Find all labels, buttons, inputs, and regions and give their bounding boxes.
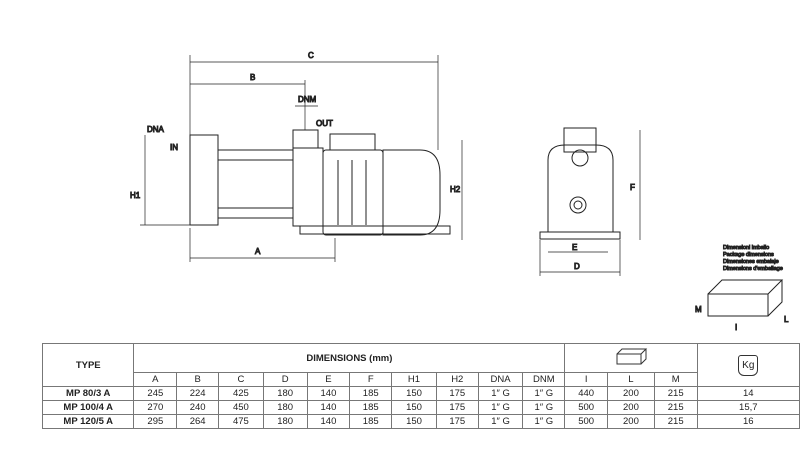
column-header-d: D <box>262 372 308 387</box>
value-cell: 150 <box>391 400 437 415</box>
value-cell: 245 <box>133 386 178 401</box>
column-header-h1: H1 <box>391 372 437 387</box>
type-cell: MP 80/3 A <box>41 386 135 401</box>
value-cell: 185 <box>349 400 393 415</box>
dim-A-label: A <box>255 247 261 256</box>
value-cell: 140 <box>306 414 351 429</box>
value-cell: 425 <box>218 386 264 401</box>
column-header-dnm: DNM <box>522 372 566 387</box>
out-label: OUT <box>316 119 333 128</box>
value-cell: 500 <box>564 400 609 415</box>
weight-cell: 15,7 <box>696 400 800 415</box>
dim-F-label: F <box>630 183 635 192</box>
package-caption-fr: Dimensions d'emballage <box>723 266 783 272</box>
technical-drawing: C B DNM OUT DNA IN H1 H2 A E D F Dimensi… <box>130 51 790 333</box>
value-cell: 500 <box>564 414 609 429</box>
package-L-label: L <box>784 315 789 324</box>
type-header: TYPE <box>41 343 135 387</box>
value-cell: 180 <box>262 400 308 415</box>
package-caption-en: Package dimensions <box>723 252 774 258</box>
dim-DNM-label: DNM <box>298 95 317 104</box>
value-cell: 140 <box>306 400 351 415</box>
dim-B-label: B <box>250 73 255 82</box>
package-header <box>564 343 698 373</box>
dim-E-label: E <box>572 243 577 252</box>
column-header-b: B <box>176 372 220 387</box>
value-cell: 215 <box>653 414 698 429</box>
value-cell: 200 <box>607 414 655 429</box>
value-cell: 215 <box>653 386 698 401</box>
value-cell: 150 <box>391 386 437 401</box>
value-cell: 270 <box>133 400 178 415</box>
type-cell: MP 120/5 A <box>41 414 135 429</box>
value-cell: 1″ G <box>477 400 524 415</box>
column-header-c: C <box>218 372 264 387</box>
value-cell: 180 <box>262 386 308 401</box>
dim-H2-label: H2 <box>450 185 461 194</box>
weight-header: Kg <box>696 343 800 387</box>
value-cell: 150 <box>391 414 437 429</box>
value-cell: 175 <box>435 414 479 429</box>
weight-icon: Kg <box>738 354 759 376</box>
value-cell: 200 <box>607 400 655 415</box>
pump-side-view <box>189 129 451 236</box>
value-cell: 1″ G <box>477 386 524 401</box>
weight-cell: 16 <box>696 414 800 429</box>
value-cell: 240 <box>176 400 220 415</box>
column-header-dna: DNA <box>477 372 524 387</box>
value-cell: 1″ G <box>522 414 566 429</box>
package-box-icon <box>616 348 648 364</box>
value-cell: 295 <box>133 414 178 429</box>
value-cell: 185 <box>349 414 393 429</box>
value-cell: 475 <box>218 414 264 429</box>
column-header-i: I <box>564 372 609 387</box>
weight-cell: 14 <box>696 386 800 401</box>
dim-D-label: D <box>574 262 580 271</box>
value-cell: 215 <box>653 400 698 415</box>
value-cell: 175 <box>435 400 479 415</box>
package-caption-es: Dimensiones embalaje <box>723 259 779 265</box>
pump-front-view <box>539 127 621 240</box>
column-header-m: M <box>653 372 698 387</box>
value-cell: 1″ G <box>522 386 566 401</box>
package-M-label: M <box>695 305 702 314</box>
value-cell: 200 <box>607 386 655 401</box>
value-cell: 440 <box>564 386 609 401</box>
value-cell: 1″ G <box>477 414 524 429</box>
dim-C-label: C <box>308 51 314 60</box>
column-header-h2: H2 <box>435 372 479 387</box>
package-box-icon <box>707 279 784 317</box>
value-cell: 140 <box>306 386 351 401</box>
dimensions-header: DIMENSIONS (mm) <box>133 343 566 373</box>
value-cell: 450 <box>218 400 264 415</box>
dim-DNA-label: DNA <box>147 125 165 134</box>
column-header-l: L <box>607 372 655 387</box>
column-header-e: E <box>306 372 351 387</box>
in-label: IN <box>170 143 178 152</box>
value-cell: 185 <box>349 386 393 401</box>
package-caption-it: Dimensioni imballo <box>723 245 769 251</box>
type-cell: MP 100/4 A <box>41 400 135 415</box>
dim-H1-label: H1 <box>130 191 141 200</box>
value-cell: 224 <box>176 386 220 401</box>
value-cell: 180 <box>262 414 308 429</box>
column-header-f: F <box>349 372 393 387</box>
value-cell: 1″ G <box>522 400 566 415</box>
package-I-label: I <box>735 323 737 332</box>
column-header-a: A <box>133 372 178 387</box>
value-cell: 175 <box>435 386 479 401</box>
value-cell: 264 <box>176 414 220 429</box>
